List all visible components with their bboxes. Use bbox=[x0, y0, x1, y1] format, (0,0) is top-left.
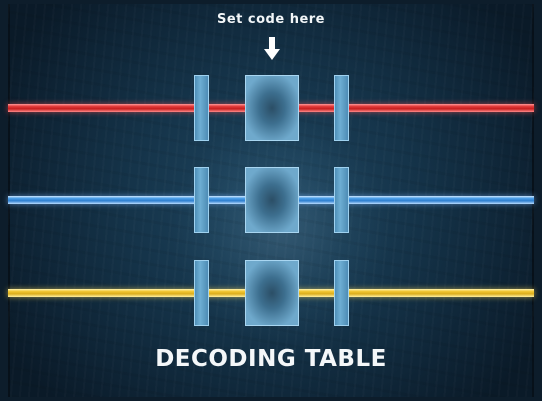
code-slot-blue[interactable] bbox=[245, 167, 299, 233]
code-slot-yellow[interactable] bbox=[245, 260, 299, 326]
board-title: DECODING TABLE bbox=[155, 346, 387, 372]
code-slot-red[interactable] bbox=[245, 75, 299, 141]
right-post-red bbox=[334, 75, 349, 141]
right-post-yellow bbox=[334, 260, 349, 326]
down-arrow-icon bbox=[264, 37, 280, 60]
left-post-yellow bbox=[194, 260, 209, 326]
left-post-red bbox=[194, 75, 209, 141]
set-code-hint: Set code here bbox=[216, 12, 325, 27]
right-post-blue bbox=[334, 167, 349, 233]
left-post-blue bbox=[194, 167, 209, 233]
